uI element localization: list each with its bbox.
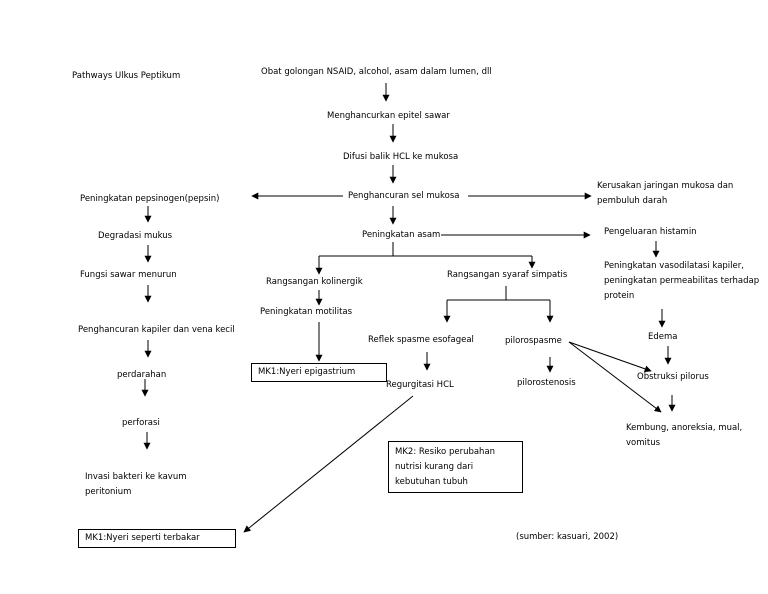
node-vasodilatasi: Peningkatan vasodilatasi kapiler, pening… [604, 261, 760, 301]
diagnosis-box-mk2: MK2: Resiko perubahan nutrisi kurang dar… [388, 441, 523, 493]
node-nsaid: Obat golongan NSAID, alcohol, asam dalam… [261, 67, 492, 77]
node-pengeluaran-histamin: Pengeluaran histamin [604, 227, 697, 237]
diagnosis-epigastrium-label: MK1:Nyeri epigastrium [258, 367, 356, 377]
node-rangsangan-simpatis: Rangsangan syaraf simpatis [447, 270, 568, 280]
diagnosis-mk2-label: MK2: Resiko perubahan nutrisi kurang dar… [395, 447, 496, 487]
node-pilorostenosis: pilorostenosis [517, 378, 576, 388]
node-pepsinogen: Peningkatan pepsinogen(pepsin) [80, 194, 220, 204]
node-rangsangan-kolinergik: Rangsangan kolinergik [266, 277, 363, 287]
source-citation: (sumber: kasuari, 2002) [516, 532, 619, 542]
node-degradasi-mukus: Degradasi mukus [98, 231, 173, 241]
node-peningkatan-motilitas: Peningkatan motilitas [260, 307, 353, 317]
node-kerusakan-jaringan: Kerusakan jaringan mukosa dan pembuluh d… [597, 181, 734, 206]
diagnosis-terbakar-label: MK1:Nyeri seperti terbakar [85, 533, 200, 543]
node-reflek-spasme: Reflek spasme esofageal [368, 335, 474, 345]
node-menghancurkan-epitel: Menghancurkan epitel sawar [327, 111, 450, 121]
node-kembung: Kembung, anoreksia, mual, vomitus [626, 423, 743, 448]
node-difusi-balik: Difusi balik HCL ke mukosa [343, 152, 459, 162]
node-perdarahan: perdarahan [117, 370, 167, 380]
node-regurgitasi-hcl: Regurgitasi HCL [386, 380, 454, 390]
node-penghancuran-sel-mukosa: Penghancuran sel mukosa [348, 191, 460, 201]
node-fungsi-sawar: Fungsi sawar menurun [80, 270, 177, 280]
node-invasi-bakteri: Invasi bakteri ke kavum peritonium [85, 472, 187, 497]
arrow-pilorospasme-kembung [568, 341, 662, 413]
diagram-title: Pathways Ulkus Peptikum [72, 71, 181, 81]
arrow-pilorospasme-obstruksi [568, 341, 652, 373]
diagnosis-box-terbakar: MK1:Nyeri seperti terbakar [78, 529, 236, 548]
diagnosis-box-epigastrium: MK1:Nyeri epigastrium [251, 363, 387, 382]
node-penghancuran-kapiler: Penghancuran kapiler dan vena kecil [78, 325, 235, 335]
node-obstruksi-pilorus: Obstruksi pilorus [637, 372, 709, 382]
node-perforasi: perforasi [122, 418, 160, 428]
node-edema: Edema [648, 332, 678, 342]
arrow-regurgitasi-terbakar [243, 395, 414, 533]
node-pilorospasme: pilorospasme [505, 336, 562, 346]
node-peningkatan-asam: Peningkatan asam [362, 230, 441, 240]
